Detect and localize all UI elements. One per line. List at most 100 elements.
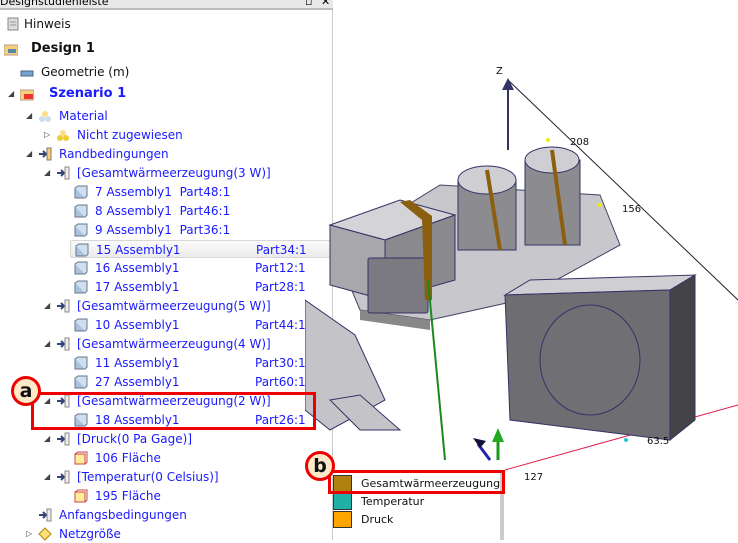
tree-item-part[interactable]: 195 Fläche [0, 487, 330, 505]
part-label: Part30:1 [255, 356, 306, 370]
highlight-box-b [328, 470, 505, 494]
tree-item-hinweis[interactable]: Hinweis [0, 15, 330, 33]
collapse-toggle-icon[interactable]: ◢ [44, 434, 51, 443]
x-axis-line [504, 404, 738, 471]
collapse-toggle-icon[interactable]: ◢ [8, 89, 15, 98]
part-label: Part26:1 [255, 413, 306, 427]
legend-swatch [333, 511, 352, 528]
tree-item-label: 16 Assembly1 [95, 261, 180, 275]
part-label: Part34:1 [256, 243, 307, 257]
tree-item-label: Nicht zugewiesen [77, 128, 183, 142]
axis-label: 63.5 [647, 436, 670, 447]
tree-item-anfangsbedingungen[interactable]: Anfangsbedingungen [0, 506, 330, 524]
part-icon [74, 204, 88, 218]
part-name: 9 Assembly1 [95, 223, 172, 237]
callout-a: a [11, 376, 41, 406]
tree-item-szenario[interactable]: ◢Szenario 1 [0, 85, 330, 103]
tree-group[interactable]: ◢ [Gesamtwärmeerzeugung(4 W)] [0, 335, 330, 353]
legend-scrollbar[interactable] [500, 470, 504, 540]
panel-header: Designstudienleiste ▫ ✕ [0, 0, 333, 10]
tree-item-label: 8 Assembly1 Part46:1 [95, 202, 230, 220]
tree-item-label: 106 Fläche [95, 451, 161, 465]
collapse-toggle-icon[interactable]: ◢ [44, 472, 51, 481]
tree-group[interactable]: ◢ [Druck(0 Pa Gage)] [0, 430, 330, 448]
part-icon [74, 356, 88, 370]
collapse-toggle-icon[interactable]: ◢ [26, 149, 33, 158]
tree-item-label: [Temperatur(0 Celsius)] [77, 470, 219, 484]
close-icon[interactable]: ✕ [321, 0, 331, 8]
tree-item-randbedingungen[interactable]: ◢Randbedingungen [0, 145, 330, 163]
tree-item-label: 10 Assembly1 [95, 318, 180, 332]
tree-item-label: Netzgröße [59, 527, 121, 541]
axis-line [507, 79, 738, 301]
boundary-condition-icon [57, 299, 70, 313]
tree-item-label: [Druck(0 Pa Gage)] [77, 432, 193, 446]
tree-item-label: 17 Assembly1 [95, 280, 180, 294]
tree-item-label: 195 Fläche [95, 489, 161, 503]
callout-b: b [305, 451, 335, 481]
tree-item-material[interactable]: ◢ Material [0, 107, 330, 125]
tree-item-label: 11 Assembly1 [95, 356, 180, 370]
expand-toggle-icon[interactable]: ▷ [44, 130, 51, 139]
model-scene [304, 78, 738, 471]
tree-item-label: Material [59, 109, 108, 123]
tree-group[interactable]: ◢ [Temperatur(0 Celsius)] [0, 468, 330, 486]
tree-item-design[interactable]: Design 1 [0, 40, 330, 58]
restore-icon[interactable]: ▫ [305, 0, 313, 8]
tree-item-nicht-zugewiesen[interactable]: ▷ Nicht zugewiesen [0, 126, 330, 144]
expand-toggle-icon[interactable]: ▷ [26, 529, 33, 538]
collapse-toggle-icon[interactable]: ◢ [44, 301, 51, 310]
part-icon [74, 375, 88, 389]
part-label: Part36:1 [179, 223, 231, 237]
part-icon [75, 243, 89, 257]
boundary-condition-icon [39, 147, 52, 161]
material-icon [57, 130, 69, 141]
tree-item-label: Anfangsbedingungen [59, 508, 187, 522]
boundary-condition-icon [57, 470, 70, 484]
tree-group[interactable]: ◢ [Gesamtwärmeerzeugung(2 W)] [0, 392, 330, 410]
tree-item-part[interactable]: 11 Assembly1 Part30:1 [0, 354, 330, 372]
boundary-condition-icon [57, 337, 70, 351]
tree-item-part[interactable]: 7 Assembly1 Part48:1 [0, 183, 330, 201]
tree-item-netzgroesse[interactable]: ▷ Netzgröße [0, 525, 330, 543]
part-icon [74, 413, 88, 427]
scenario-icon [20, 89, 34, 101]
collapse-toggle-icon[interactable]: ◢ [44, 396, 51, 405]
tree-item-label: Design 1 [31, 41, 95, 56]
part-label: Part48:1 [179, 185, 231, 199]
z-arrow [502, 78, 514, 90]
collapse-toggle-icon[interactable]: ◢ [44, 168, 51, 177]
legend: Gesamtwärmeerzeugung Temperatur Druck [333, 470, 504, 540]
tree-item-label: 27 Assembly1 [95, 375, 180, 389]
tree-item-label: 7 Assembly1 Part48:1 [95, 183, 230, 201]
tree-item-part[interactable]: 15 Assembly1 Part34:1 [70, 240, 332, 258]
tree-item-part[interactable]: 17 Assembly1 Part28:1 [0, 278, 330, 296]
tree-item-label: [Gesamtwärmeerzeugung(2 W)] [77, 394, 271, 408]
part-label: Part28:1 [255, 280, 306, 294]
folder-icon [4, 44, 18, 56]
tree-item-part[interactable]: 9 Assembly1 Part36:1 [0, 221, 330, 239]
tree-item-label: 15 Assembly1 [96, 243, 181, 257]
collapse-toggle-icon[interactable]: ◢ [26, 111, 33, 120]
legend-swatch [333, 493, 352, 510]
face-icon [74, 489, 88, 503]
tree-item-geometrie[interactable]: Geometrie (m) [0, 63, 330, 81]
face-icon [74, 451, 88, 465]
part-label: Part46:1 [179, 204, 231, 218]
tree-group[interactable]: ◢[Gesamtwärmeerzeugung(3 W)] [0, 164, 330, 182]
tree-item-part[interactable]: 106 Fläche [0, 449, 330, 467]
part-label: Part44:1 [255, 318, 306, 332]
tree-group[interactable]: ◢[Gesamtwärmeerzeugung(5 W)] [0, 297, 330, 315]
note-icon [7, 17, 19, 31]
collapse-toggle-icon[interactable]: ◢ [44, 339, 51, 348]
tree-item-label: [Gesamtwärmeerzeugung(4 W)] [77, 337, 271, 351]
tree-item-part[interactable]: 8 Assembly1 Part46:1 [0, 202, 330, 220]
3d-viewport[interactable]: Z 208 156 63.5 127 [304, 0, 738, 540]
part-icon [74, 280, 88, 294]
boundary-condition-icon [57, 166, 70, 180]
boundary-condition-icon [57, 394, 70, 408]
tree-item-part[interactable]: 10 Assembly1 Part44:1 [0, 316, 330, 334]
